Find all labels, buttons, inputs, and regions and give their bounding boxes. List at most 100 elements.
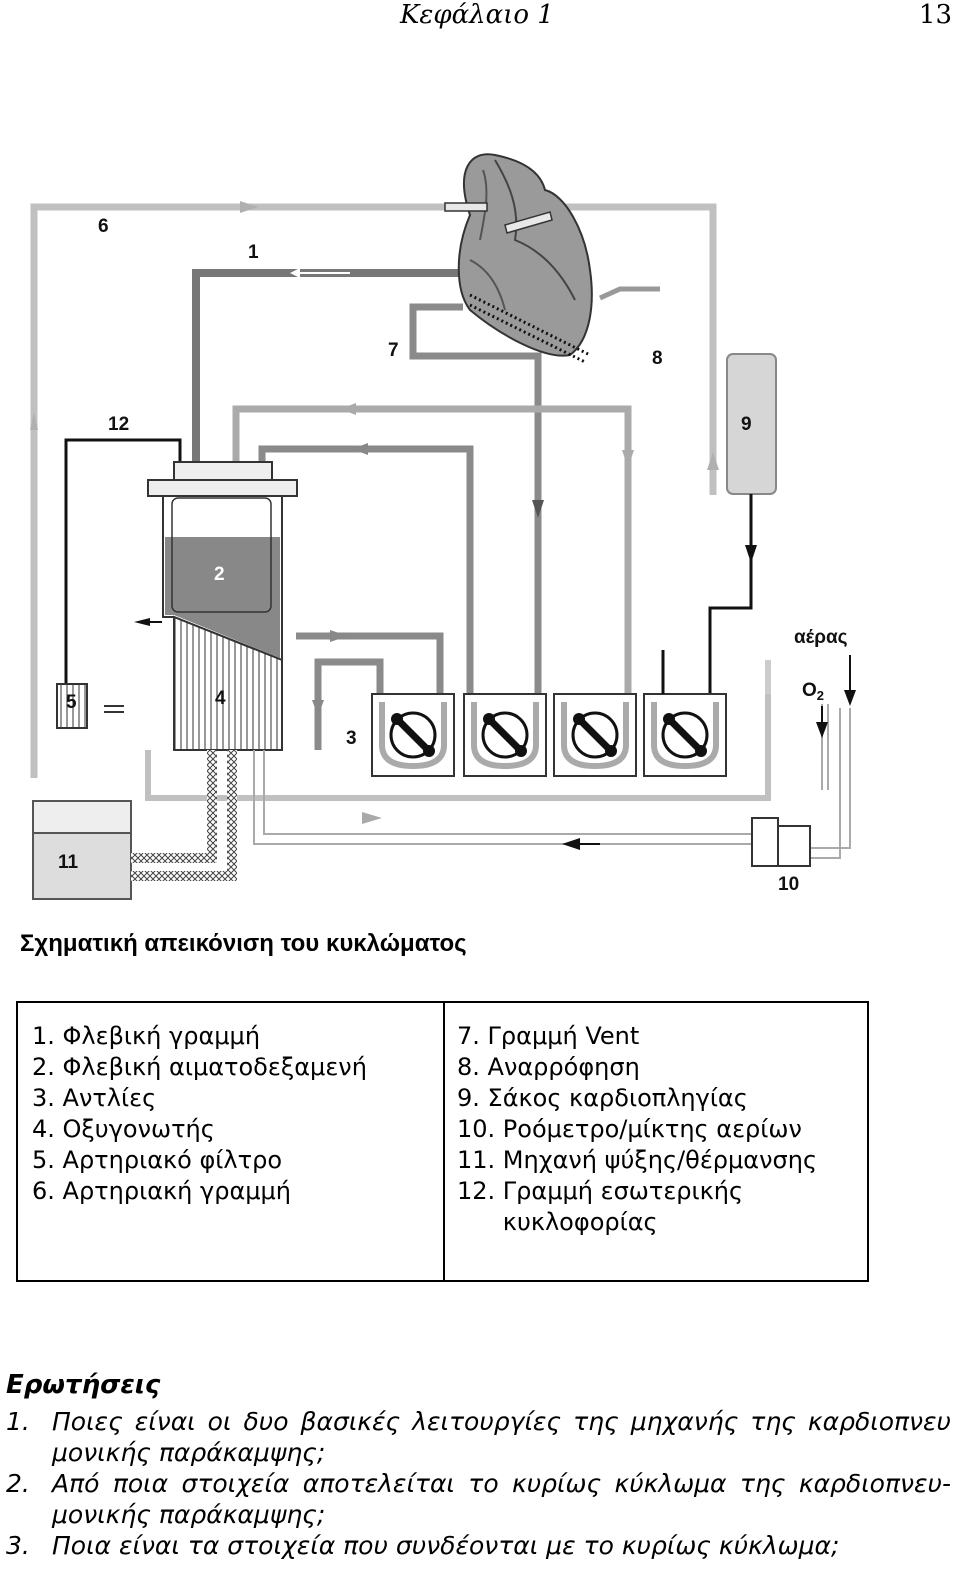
label-12: 12 — [108, 414, 129, 435]
venous-arrow — [290, 268, 300, 278]
heart-illustration — [444, 153, 593, 364]
internal-circulation-line — [64, 438, 182, 684]
legend-item-number: 10. — [457, 1115, 503, 1143]
gas-arrow — [362, 812, 382, 824]
page-header: Κεφάλαιο 1 13 — [0, 0, 960, 40]
arterial-arrow — [707, 452, 719, 470]
cardioplegia-bag — [708, 353, 777, 694]
suction-line — [232, 405, 632, 694]
legend-item-label: Αντλίες — [62, 1084, 157, 1112]
legend-item-label: Μηχανή ψύξης/θέρμανσης — [502, 1146, 818, 1174]
label-10: 10 — [778, 874, 799, 895]
legend-item-number: 12. — [457, 1177, 503, 1205]
legend-item: 12. Γραμμή εσωτερικής κυκλοφορίας — [457, 1176, 869, 1238]
gas-blender — [751, 817, 811, 867]
label-6: 6 — [98, 216, 109, 237]
legend-item: 7. Γραμμή Vent — [457, 1021, 869, 1052]
legend-item-number: 2. — [32, 1053, 63, 1081]
chapter-title: Κεφάλαιο 1 — [400, 0, 554, 30]
legend-item-number: 8. — [457, 1053, 488, 1081]
legend-item-label: Αρτηριακή γραμμή — [62, 1177, 292, 1205]
legend-item-label: Γραμμή εσωτερικής κυκλοφορίας — [502, 1177, 744, 1236]
legend-item: 3. Αντλίες — [32, 1083, 443, 1114]
legend-item: 11. Μηχανή ψύξης/θέρμανσης — [457, 1145, 869, 1176]
legend-item: 6. Αρτηριακή γραμμή — [32, 1176, 443, 1207]
arterial-filter — [56, 683, 124, 729]
legend-item-number: 4. — [32, 1115, 63, 1143]
legend-item-label: Φλεβική γραμμή — [62, 1022, 261, 1050]
legend-item-label: Ροόμετρο/μίκτης αερίων — [502, 1115, 802, 1143]
heater-cooler — [32, 750, 237, 900]
legend-item-label: Φλεβική αιματοδεξαμενή — [62, 1053, 367, 1081]
label-o2: O2 — [802, 680, 824, 703]
recirculation-arrow — [352, 443, 368, 455]
roller-pump — [643, 693, 727, 777]
label-7: 7 — [388, 340, 399, 361]
suction-tip — [598, 286, 660, 301]
label-8: 8 — [652, 348, 663, 369]
legend-item: 10. Ροόμετρο/μίκτης αερίων — [457, 1114, 869, 1145]
arterial-arrow — [30, 412, 38, 430]
legend-item-number: 6. — [32, 1177, 63, 1205]
arterial-arrow — [240, 201, 258, 213]
roller-pump — [463, 693, 547, 777]
filter-arrow — [134, 618, 150, 626]
arterial-line — [30, 203, 717, 778]
questions-section: Ερωτήσεις 1. Ποιες είναι οι δυο βασικές λ… — [6, 1370, 951, 1561]
oxygenator — [173, 615, 283, 751]
label-2: 2 — [214, 564, 225, 585]
label-5: 5 — [66, 692, 77, 713]
question-number: 3. — [6, 1531, 30, 1560]
o2-arrow — [816, 722, 828, 738]
label-3: 3 — [346, 728, 357, 749]
legend-item: 1. Φλεβική γραμμή — [32, 1021, 443, 1052]
legend-item-label: Οξυγονωτής — [62, 1115, 215, 1143]
question-text: Ποια είναι τα στοιχεία που συνδέονται με… — [52, 1531, 840, 1560]
page-number: 13 — [918, 0, 952, 30]
question-number: 1. — [6, 1407, 30, 1436]
questions-heading: Ερωτήσεις — [6, 1370, 161, 1400]
air-arrow — [844, 690, 856, 706]
legend-item: 8. Αναρρόφηση — [457, 1052, 869, 1083]
question-text: Από ποια στοιχεία αποτελείται το κυρίως … — [52, 1469, 951, 1529]
label-11: 11 — [58, 852, 79, 873]
legend-item: 4. Οξυγονωτής — [32, 1114, 443, 1145]
question-item: 3. Ποια είναι τα στοιχεία που συνδέονται … — [6, 1530, 951, 1561]
suction-arrow — [340, 403, 356, 415]
label-4: 4 — [215, 688, 226, 709]
roller-pump — [371, 693, 455, 777]
legend-item-number: 11. — [457, 1146, 503, 1174]
label-1: 1 — [248, 242, 259, 263]
pump-feed-arrow — [330, 630, 348, 642]
venous-line — [192, 269, 458, 470]
legend-item-label: Αρτηριακό φίλτρο — [62, 1146, 282, 1174]
question-item: 1. Ποιες είναι οι δυο βασικές λειτουργίες… — [6, 1406, 951, 1468]
question-text: Ποιες είναι οι δυο βασικές λειτουργίες τ… — [52, 1407, 951, 1467]
legend-item-label: Γραμμή Vent — [487, 1022, 640, 1050]
legend-item-number: 3. — [32, 1084, 63, 1112]
gas-arrow — [562, 838, 580, 850]
label-air: αέρας — [794, 627, 848, 648]
suction-arrow — [622, 450, 634, 468]
legend-item-number: 5. — [32, 1146, 63, 1174]
legend-item: 9. Σάκος καρδιοπληγίας — [457, 1083, 869, 1114]
vent-arrow — [532, 500, 544, 518]
vent-line — [409, 303, 542, 694]
legend-item-number: 1. — [32, 1022, 63, 1050]
venous-reservoir — [147, 461, 298, 662]
legend-item: 5. Αρτηριακό φίλτρο — [32, 1145, 443, 1176]
question-number: 2. — [6, 1469, 30, 1498]
legend-item: 2. Φλεβική αιματοδεξαμενή — [32, 1052, 443, 1083]
legend-item-label: Αναρρόφηση — [487, 1053, 640, 1081]
roller-pumps — [371, 693, 727, 777]
legend-item-label: Σάκος καρδιοπληγίας — [487, 1084, 748, 1112]
arterial-return-line — [145, 694, 771, 801]
pump-feed-arrow — [312, 700, 324, 716]
label-9: 9 — [741, 414, 752, 435]
roller-pump — [553, 693, 637, 777]
question-item: 2. Από ποια στοιχεία αποτελείται το κυρίω… — [6, 1468, 951, 1530]
figure-caption: Σχηματική απεικόνιση του κυκλώματος — [20, 930, 467, 957]
